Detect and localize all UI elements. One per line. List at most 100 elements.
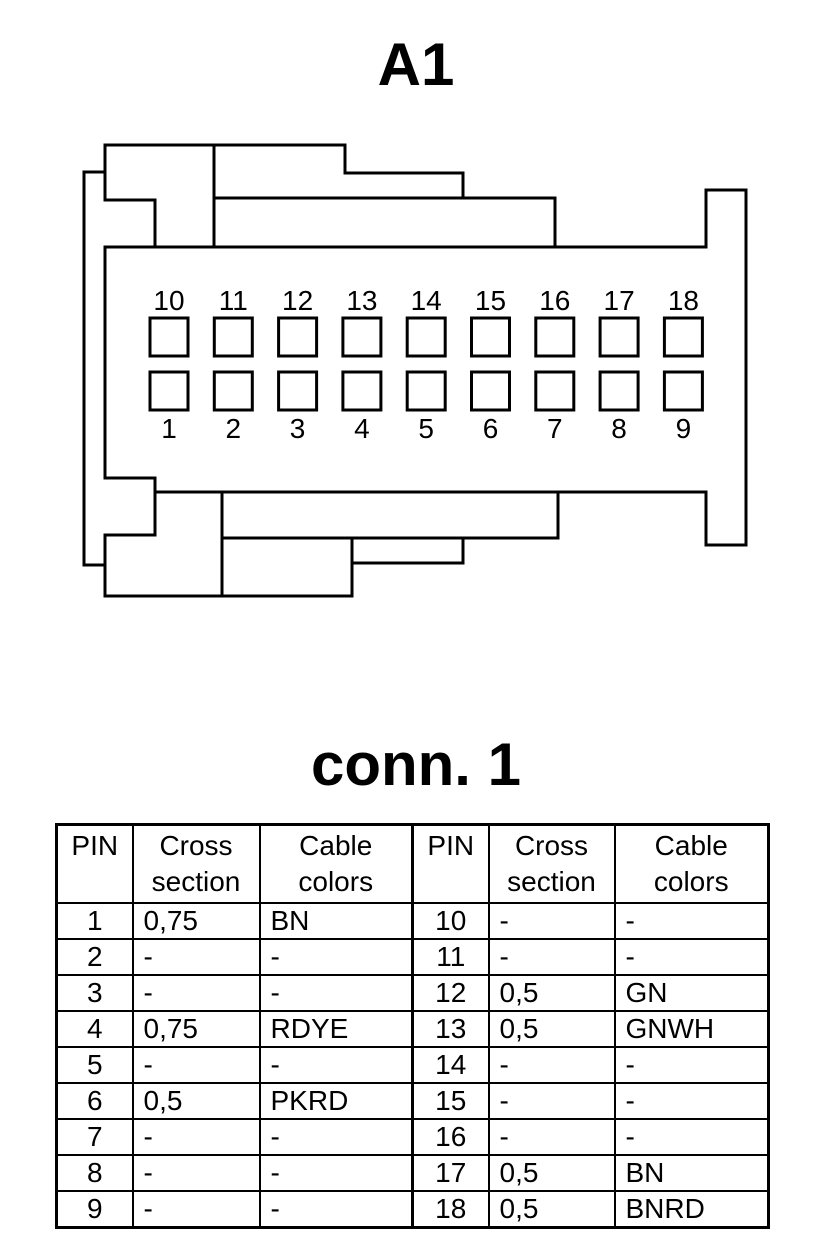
cell-pin-b: 14 (411, 1046, 490, 1084)
cell-pin-a: 5 (55, 1046, 134, 1084)
diagram-title: A1 (377, 31, 455, 98)
pin-label-5: 5 (418, 413, 434, 444)
cell-pin-a: 1 (55, 902, 134, 940)
cell-color-a: - (258, 1118, 414, 1156)
pin-label-2: 2 (226, 413, 242, 444)
cell-pin-b: 15 (411, 1082, 490, 1120)
pin-label-16: 16 (539, 285, 570, 316)
pin-label-18: 18 (668, 285, 699, 316)
table-row: 2--11-- (55, 938, 770, 976)
pin-box-9 (662, 370, 704, 412)
cell-pin-a: 7 (55, 1118, 134, 1156)
cell-cross-a: - (131, 1190, 261, 1229)
cell-cross-a: 0,75 (131, 1010, 261, 1048)
pin-box-15 (470, 316, 511, 358)
cell-color-b: - (613, 938, 770, 976)
cell-cross-a: - (131, 974, 261, 1012)
cell-pin-a: 8 (55, 1154, 134, 1192)
pin-box-14 (405, 316, 447, 358)
pin-label-12: 12 (282, 285, 313, 316)
cell-pin-b: 16 (411, 1118, 490, 1156)
cell-cross-b: - (487, 1046, 616, 1084)
pin-box-17 (598, 316, 640, 358)
connector-body-outline (155, 188, 748, 547)
cell-pin-b: 10 (411, 902, 490, 940)
cell-cross-b: - (487, 938, 616, 976)
cell-pin-a: 3 (55, 974, 134, 1012)
cell-pin-a: 2 (55, 938, 134, 976)
pin-box-1 (148, 370, 190, 412)
cell-color-a: BN (258, 902, 414, 940)
cell-color-a: - (258, 938, 414, 976)
cell-color-a: PKRD (258, 1082, 414, 1120)
cell-color-b: - (613, 1082, 770, 1120)
pin-boxes (148, 316, 704, 412)
pin-box-16 (534, 316, 576, 358)
cell-pin-b: 17 (411, 1154, 490, 1192)
pin-label-17: 17 (604, 285, 635, 316)
pin-label-15: 15 (475, 285, 506, 316)
pin-label-7: 7 (547, 413, 563, 444)
cell-color-b: BN (613, 1154, 770, 1192)
cell-color-b: - (613, 1046, 770, 1084)
pin-box-10 (148, 316, 190, 358)
pin-box-7 (534, 370, 576, 412)
cell-cross-a: - (131, 1046, 261, 1084)
cell-cross-a: - (131, 1154, 261, 1192)
cell-cross-b: 0,5 (487, 1154, 616, 1192)
pin-label-3: 3 (290, 413, 306, 444)
table-title: conn. 1 (310, 731, 522, 798)
cell-cross-b: 0,5 (487, 1010, 616, 1048)
cell-pin-b: 11 (411, 938, 490, 976)
pin-label-10: 10 (153, 285, 184, 316)
pin-box-4 (341, 370, 383, 412)
cell-color-a: RDYE (258, 1010, 414, 1048)
pin-box-13 (341, 316, 383, 358)
pin-box-2 (212, 370, 254, 412)
table-row: 5--14-- (55, 1046, 770, 1084)
pin-box-6 (470, 370, 511, 412)
pin-box-18 (662, 316, 704, 358)
cell-color-a: - (258, 974, 414, 1012)
cell-pin-a: 4 (55, 1010, 134, 1048)
cell-cross-a: 0,75 (131, 902, 261, 940)
connector-bottom-frame (103, 492, 560, 598)
cell-cross-b: 0,5 (487, 974, 616, 1012)
cell-color-b: - (613, 902, 770, 940)
pin-label-1: 1 (161, 413, 177, 444)
pin-box-11 (212, 316, 254, 358)
cell-color-b: BNRD (613, 1190, 770, 1229)
cell-pin-b: 13 (411, 1010, 490, 1048)
pin-label-14: 14 (411, 285, 442, 316)
connector-left-frame (103, 143, 557, 247)
cell-cross-b: 0,5 (487, 1190, 616, 1229)
pin-label-11: 11 (219, 285, 248, 316)
cell-color-a: - (258, 1046, 414, 1084)
cell-cross-a: 0,5 (131, 1082, 261, 1120)
pin-label-4: 4 (354, 413, 370, 444)
cell-cross-a: - (131, 938, 261, 976)
cell-pin-b: 18 (411, 1190, 490, 1229)
cell-pin-a: 9 (55, 1190, 134, 1229)
cell-color-b: GN (613, 974, 770, 1012)
pin-box-12 (277, 316, 319, 358)
cell-color-b: GNWH (613, 1010, 770, 1048)
pin-box-3 (277, 370, 319, 412)
pin-box-5 (405, 370, 447, 412)
cell-pin-b: 12 (411, 974, 490, 1012)
cell-cross-a: - (131, 1118, 261, 1156)
